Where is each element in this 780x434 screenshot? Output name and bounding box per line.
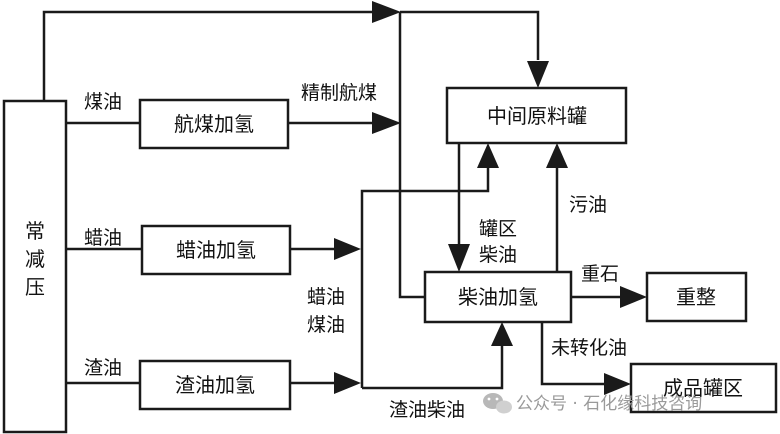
label-diesel: 柴油 — [479, 244, 517, 266]
flow-residue-diesel — [362, 346, 504, 390]
wechat-icon — [483, 393, 512, 414]
product-tank-label: 成品罐区 — [663, 376, 743, 400]
label-tank-area: 罐区 — [479, 218, 517, 240]
flow-distillation-to-top — [42, 10, 372, 101]
watermark-text: 公众号 · 石化缘科技咨询 — [516, 394, 702, 414]
wax-hydro-unit: 蜡油加氢 — [140, 224, 292, 276]
label-refined-jet: 精制航煤 — [301, 82, 377, 104]
distillation-label-2: 减 — [25, 247, 45, 271]
arrow-residue-out — [334, 372, 361, 394]
connector-lines — [42, 10, 620, 390]
jet-hydro-label: 航煤加氢 — [174, 112, 254, 136]
arrow-unconverted-oil — [604, 373, 631, 395]
arrow-wax-out — [334, 238, 361, 260]
label-wax-oil: 蜡油 — [84, 227, 122, 249]
distillation-unit: 常 减 压 — [2, 99, 68, 434]
arrow-collector-up — [477, 143, 499, 168]
jet-hydro-unit: 航煤加氢 — [138, 98, 290, 150]
stream-labels: 煤油 蜡油 渣油 精制航煤 罐区 柴油 污油 重石 未转化油 蜡油 煤油 渣油柴… — [84, 82, 627, 421]
label-wax-oil-vertical: 蜡油 — [307, 286, 345, 308]
arrow-heads — [334, 1, 647, 395]
distillation-label-3: 压 — [25, 275, 45, 299]
arrow-dirty-oil-up — [546, 143, 568, 168]
arrow-top-right — [372, 1, 401, 23]
intermediate-tank-unit: 中间原料罐 — [445, 86, 628, 145]
diesel-hydro-unit: 柴油加氢 — [423, 270, 573, 324]
label-residue-oil: 渣油 — [84, 357, 122, 379]
wax-hydro-label: 蜡油加氢 — [176, 238, 256, 262]
label-kerosene: 煤油 — [84, 91, 122, 113]
flow-collector — [360, 168, 490, 388]
residue-hydro-unit: 渣油加氢 — [138, 359, 292, 411]
residue-hydro-label: 渣油加氢 — [175, 373, 255, 397]
arrow-refined-jet — [372, 112, 401, 134]
arrow-heavy-naphtha — [620, 286, 647, 308]
flow-unconverted-oil — [540, 322, 604, 386]
label-heavy-naphtha: 重石 — [581, 263, 619, 285]
flow-top-to-tank — [400, 10, 540, 60]
label-kerosene-vertical: 煤油 — [307, 314, 345, 336]
product-tank-unit: 成品罐区 — [629, 362, 778, 414]
watermark: 公众号 · 石化缘科技咨询 — [483, 393, 702, 414]
label-residue-diesel: 渣油柴油 — [389, 399, 465, 421]
reforming-label: 重整 — [676, 285, 716, 309]
arrow-residue-diesel-up — [491, 322, 513, 346]
arrow-tank-diesel-down — [448, 244, 470, 272]
intermediate-tank-label: 中间原料罐 — [487, 104, 587, 128]
label-unconverted-oil: 未转化油 — [551, 337, 627, 359]
reforming-unit: 重整 — [645, 271, 748, 323]
flow-trunk-to-diesel — [398, 12, 425, 299]
arrow-into-tank — [527, 61, 549, 88]
label-dirty-oil: 污油 — [569, 194, 607, 216]
diesel-hydro-label: 柴油加氢 — [458, 285, 538, 309]
distillation-label-1: 常 — [25, 219, 45, 243]
